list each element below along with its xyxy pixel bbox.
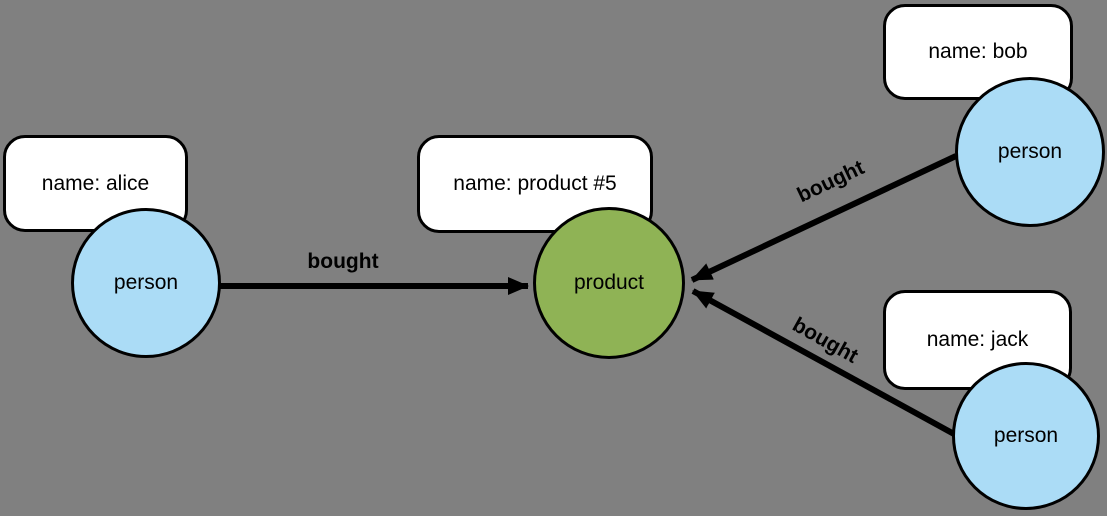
node-product-label: product (573, 271, 645, 294)
node-person-alice: person (71, 208, 221, 358)
property-label-alice-text: name: alice (41, 171, 150, 195)
edge-label-bought-alice: bought (307, 250, 379, 273)
node-person-jack-label: person (993, 424, 1059, 447)
edge-jack-bought-product (691, 288, 956, 437)
edge-bob-bought-product (690, 153, 958, 283)
property-label-bob-text: name: bob (928, 40, 1028, 63)
node-person-bob-label: person (997, 140, 1063, 163)
node-product: product (533, 207, 685, 359)
node-person-jack: person (952, 362, 1100, 510)
node-person-bob: person (955, 77, 1105, 227)
property-label-product-text: name: product #5 (453, 172, 617, 195)
node-person-alice-label: person (113, 271, 179, 294)
property-label-jack-text: name: jack (926, 328, 1029, 351)
